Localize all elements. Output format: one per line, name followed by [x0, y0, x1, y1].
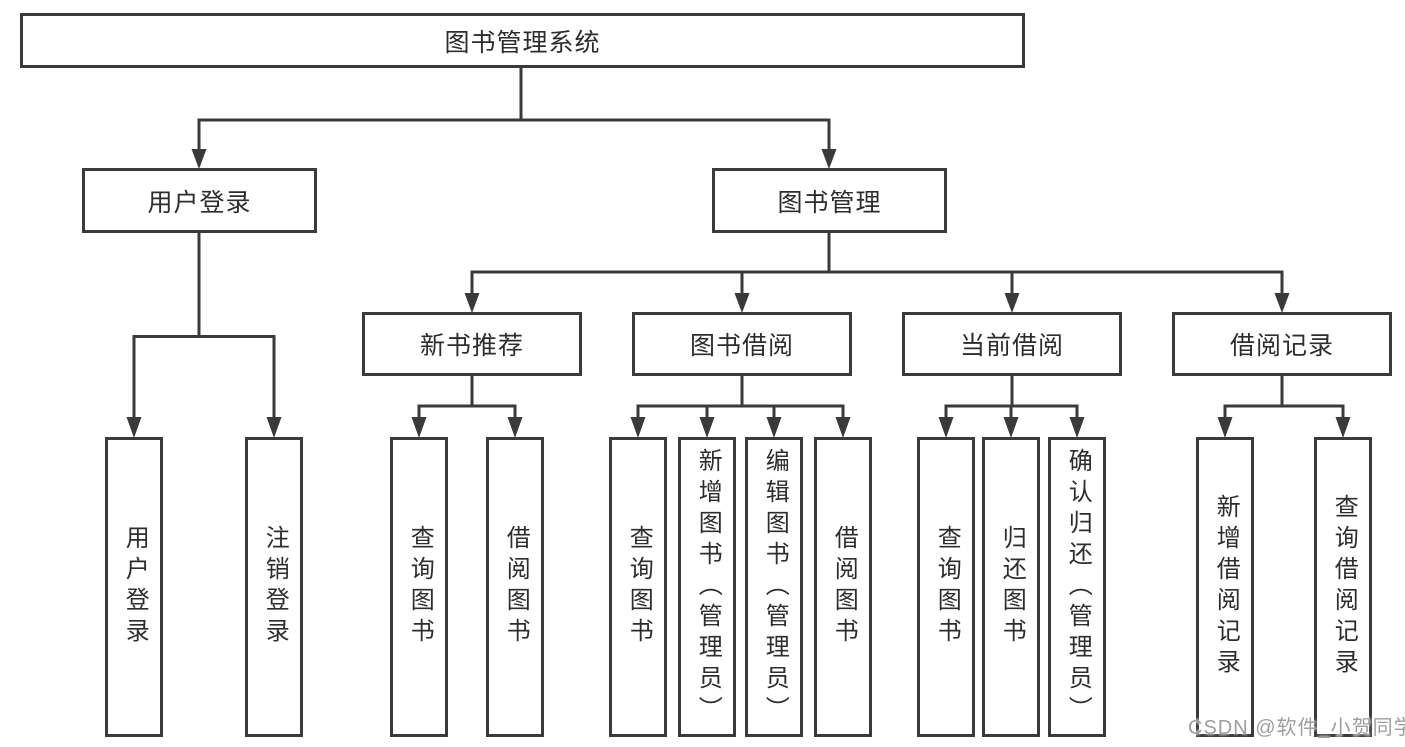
node-label: 查询图书: [625, 525, 653, 649]
node-logout: 注销登录: [245, 437, 303, 737]
node-book-borrowing: 图书借阅: [632, 312, 852, 376]
connector-current-borrowing-to-leaves: [938, 376, 1085, 438]
node-book-management: 图书管理: [712, 168, 947, 233]
node-label: 新书推荐: [419, 332, 524, 360]
node-label: 图书管理系统: [444, 28, 601, 57]
node-add-books-admin: 新增图书（管理员）: [678, 437, 736, 737]
node-borrow-books-recommend: 借阅图书: [486, 437, 544, 737]
node-label: 用户登录: [121, 525, 149, 649]
node-return-books: 归还图书: [982, 437, 1040, 737]
csdn-watermark: CSDN @软件_小贺同学: [1188, 717, 1405, 739]
connector-new-book-recommend-to-leaves: [411, 376, 523, 438]
node-confirm-return-admin: 确认归还（管理员）: [1048, 437, 1106, 737]
node-label: 查询图书: [406, 525, 434, 649]
node-borrow-books-borrowing: 借阅图书: [814, 437, 872, 737]
node-label: 借阅图书: [830, 525, 858, 649]
node-label: 图书管理: [777, 188, 882, 217]
connector-book-borrowing-to-leaves: [630, 376, 851, 438]
node-label: 确认归还（管理员）: [1064, 447, 1092, 727]
node-new-book-recommendation: 新书推荐: [362, 312, 582, 376]
node-query-borrow-record: 查询借阅记录: [1314, 437, 1372, 737]
node-edit-books-admin: 编辑图书（管理员）: [745, 437, 803, 737]
node-user-login-leaf: 用户登录: [105, 437, 163, 737]
connector-borrow-records-to-leaves: [1217, 376, 1351, 438]
node-label: 图书借阅: [689, 332, 794, 360]
node-label: 编辑图书（管理员）: [761, 447, 789, 727]
node-label: 查询借阅记录: [1330, 494, 1358, 680]
node-label: 归还图书: [998, 525, 1026, 649]
node-label: 注销登录: [261, 525, 289, 649]
node-query-books-recommend: 查询图书: [390, 437, 448, 737]
node-current-borrowing: 当前借阅: [902, 312, 1122, 376]
node-label: 借阅记录: [1229, 332, 1334, 360]
connector-user-login-to-leaves: [126, 233, 282, 438]
node-label: 新增图书（管理员）: [694, 447, 722, 727]
node-user-login: 用户登录: [82, 168, 317, 233]
node-label: 用户登录: [147, 188, 252, 217]
node-query-books-current: 查询图书: [917, 437, 975, 737]
node-library-management-system: 图书管理系统: [20, 13, 1025, 68]
node-borrowing-records: 借阅记录: [1172, 312, 1392, 376]
node-add-borrow-record: 新增借阅记录: [1196, 437, 1254, 737]
node-label: 当前借阅: [959, 332, 1064, 360]
connector-root-to-level2: [191, 68, 837, 169]
node-query-books-borrowing: 查询图书: [609, 437, 667, 737]
node-label: 新增借阅记录: [1212, 494, 1240, 680]
node-label: 借阅图书: [502, 525, 530, 649]
connector-book-management-to-level3: [464, 233, 1290, 313]
node-label: 查询图书: [933, 525, 961, 649]
